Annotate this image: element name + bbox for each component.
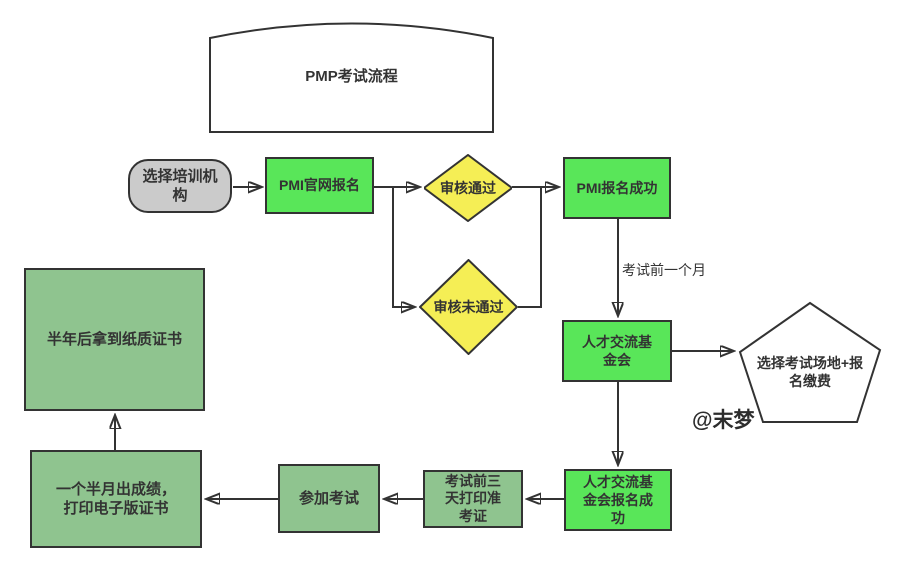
venue-payment-label: 选择考试场地+报 名缴费 [756,354,864,389]
pmi-success-node: PMI报名成功 [563,157,671,219]
start-node: 选择培训机 构 [128,159,232,213]
pmi-success-label: PMI报名成功 [576,179,658,196]
pmi-register-node: PMI官网报名 [265,157,374,214]
venue-payment-pentagon [738,301,882,423]
print-ticket-node: 考试前三 天打印准 考证 [423,470,523,528]
edge-register-to-fail [392,187,414,307]
title-node: PMP考试流程 [208,8,495,134]
review-fail-label: 审核未通过 [433,298,504,315]
review-pass-diamond [424,154,512,222]
review-pass-node: 审核通过 [424,154,512,222]
foundation-success-node: 人才交流基 金会报名成 功 [564,469,672,531]
page-title: PMP考试流程 [305,68,398,86]
foundation-node: 人才交流基 金会 [562,320,672,382]
take-exam-label: 参加考试 [298,489,359,507]
foundation-label: 人才交流基 金会 [582,333,652,368]
venue-payment-node: 选择考试场地+报 名缴费 [736,300,884,426]
results-label: 一个半月出成绩， 打印电子版证书 [55,480,176,518]
pmi-register-label: PMI官网报名 [279,177,360,194]
paper-cert-label: 半年后拿到纸质证书 [46,330,182,348]
print-ticket-label: 考试前三 天打印准 考证 [445,472,501,524]
review-fail-diamond [419,259,518,355]
take-exam-node: 参加考试 [278,464,380,533]
edge-label-one-month: 考试前一个月 [622,262,706,278]
foundation-success-label: 人才交流基 金会报名成 功 [583,473,653,527]
watermark-text: @末梦 [692,409,755,432]
edge-fail-return [518,188,542,308]
results-node: 一个半月出成绩， 打印电子版证书 [30,450,202,548]
review-pass-label: 审核通过 [440,179,496,196]
title-shape-outline [209,22,494,133]
start-label: 选择培训机 构 [142,167,218,205]
paper-cert-node: 半年后拿到纸质证书 [24,268,205,411]
review-fail-node: 审核未通过 [419,259,518,355]
